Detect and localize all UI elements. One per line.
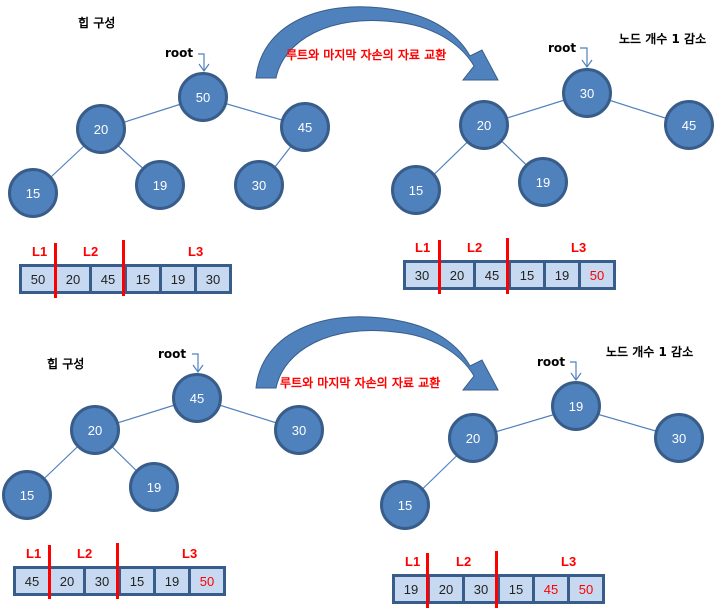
swap-label: 루트와 마지막 자손의 자료 교환 (280, 376, 441, 390)
panel-title: 노드 개수 1 감소 (619, 32, 707, 46)
tree-node: 20 (70, 405, 120, 455)
level-label: L2 (83, 244, 99, 259)
array-cell-sorted: 45 (535, 577, 567, 601)
tree-node: 45 (280, 102, 330, 152)
root-label: root (165, 46, 194, 60)
level-divider (438, 240, 441, 294)
array-cell: 45 (92, 267, 124, 291)
tree-node: 19 (551, 381, 601, 431)
tree-node: 30 (562, 68, 612, 118)
curved-arrow-icon (255, 316, 499, 391)
level-label: L3 (561, 554, 577, 569)
level-label: L2 (77, 546, 93, 561)
level-divider (506, 238, 509, 294)
array-cell: 20 (57, 267, 89, 291)
heap-array: 45 20 30 15 19 50 (13, 566, 226, 596)
level-label: L3 (571, 240, 587, 255)
panel-title: 힙 구성 (78, 16, 116, 30)
level-divider (54, 243, 57, 298)
array-cell: 19 (162, 267, 194, 291)
array-cell: 20 (441, 263, 473, 287)
array-cell: 15 (121, 569, 153, 593)
level-label: L1 (32, 244, 48, 259)
level-label: L1 (26, 546, 42, 561)
level-label: L1 (415, 240, 431, 255)
root-label: root (158, 347, 187, 361)
array-cell: 20 (51, 569, 83, 593)
level-divider (48, 545, 51, 599)
curved-arrow-icon (255, 6, 499, 81)
tree-node: 19 (135, 160, 185, 210)
root-label: root (537, 355, 566, 369)
heap-array: 30 20 45 15 19 50 (403, 260, 616, 290)
array-cell: 30 (86, 569, 118, 593)
level-divider (116, 543, 119, 599)
array-cell: 45 (476, 263, 508, 287)
array-cell: 15 (127, 267, 159, 291)
tree-node: 15 (391, 165, 441, 215)
level-label: L3 (182, 546, 198, 561)
array-cell: 15 (500, 577, 532, 601)
array-cell: 19 (395, 577, 427, 601)
level-label: L2 (467, 240, 483, 255)
array-cell-sorted: 50 (570, 577, 602, 601)
tree-node: 20 (459, 100, 509, 150)
tree-node: 15 (8, 168, 58, 218)
tree-node: 50 (178, 72, 228, 122)
tree-node: 30 (274, 405, 324, 455)
tree-node: 19 (518, 157, 568, 207)
array-cell-sorted: 50 (581, 263, 613, 287)
level-label: L2 (456, 554, 472, 569)
array-cell: 45 (16, 569, 48, 593)
level-label: L1 (405, 554, 421, 569)
swap-label: 루트와 마지막 자손의 자료 교환 (286, 48, 447, 62)
tree-node: 45 (664, 100, 714, 150)
array-cell: 15 (511, 263, 543, 287)
panel-title: 노드 개수 1 감소 (606, 345, 694, 359)
array-cell: 20 (430, 577, 462, 601)
tree-node: 20 (76, 104, 126, 154)
tree-node: 30 (654, 413, 704, 463)
tree-node: 15 (380, 480, 430, 530)
root-label: root (548, 41, 577, 55)
tree-node: 15 (2, 470, 52, 520)
array-cell: 19 (156, 569, 188, 593)
tree-node: 30 (234, 160, 284, 210)
tree-node: 45 (172, 373, 222, 423)
heap-array: 50 20 45 15 19 30 (19, 264, 232, 294)
panel-title: 힙 구성 (47, 357, 85, 371)
array-cell: 30 (406, 263, 438, 287)
level-divider (495, 551, 498, 608)
tree-node: 19 (129, 462, 179, 512)
array-cell: 30 (465, 577, 497, 601)
level-divider (426, 553, 429, 608)
level-divider (122, 240, 125, 296)
array-cell: 30 (197, 267, 229, 291)
array-cell: 19 (546, 263, 578, 287)
array-cell-sorted: 50 (191, 569, 223, 593)
tree-node: 20 (448, 413, 498, 463)
heap-array: 19 20 30 15 45 50 (392, 574, 605, 604)
level-label: L3 (188, 244, 204, 259)
array-cell: 50 (22, 267, 54, 291)
